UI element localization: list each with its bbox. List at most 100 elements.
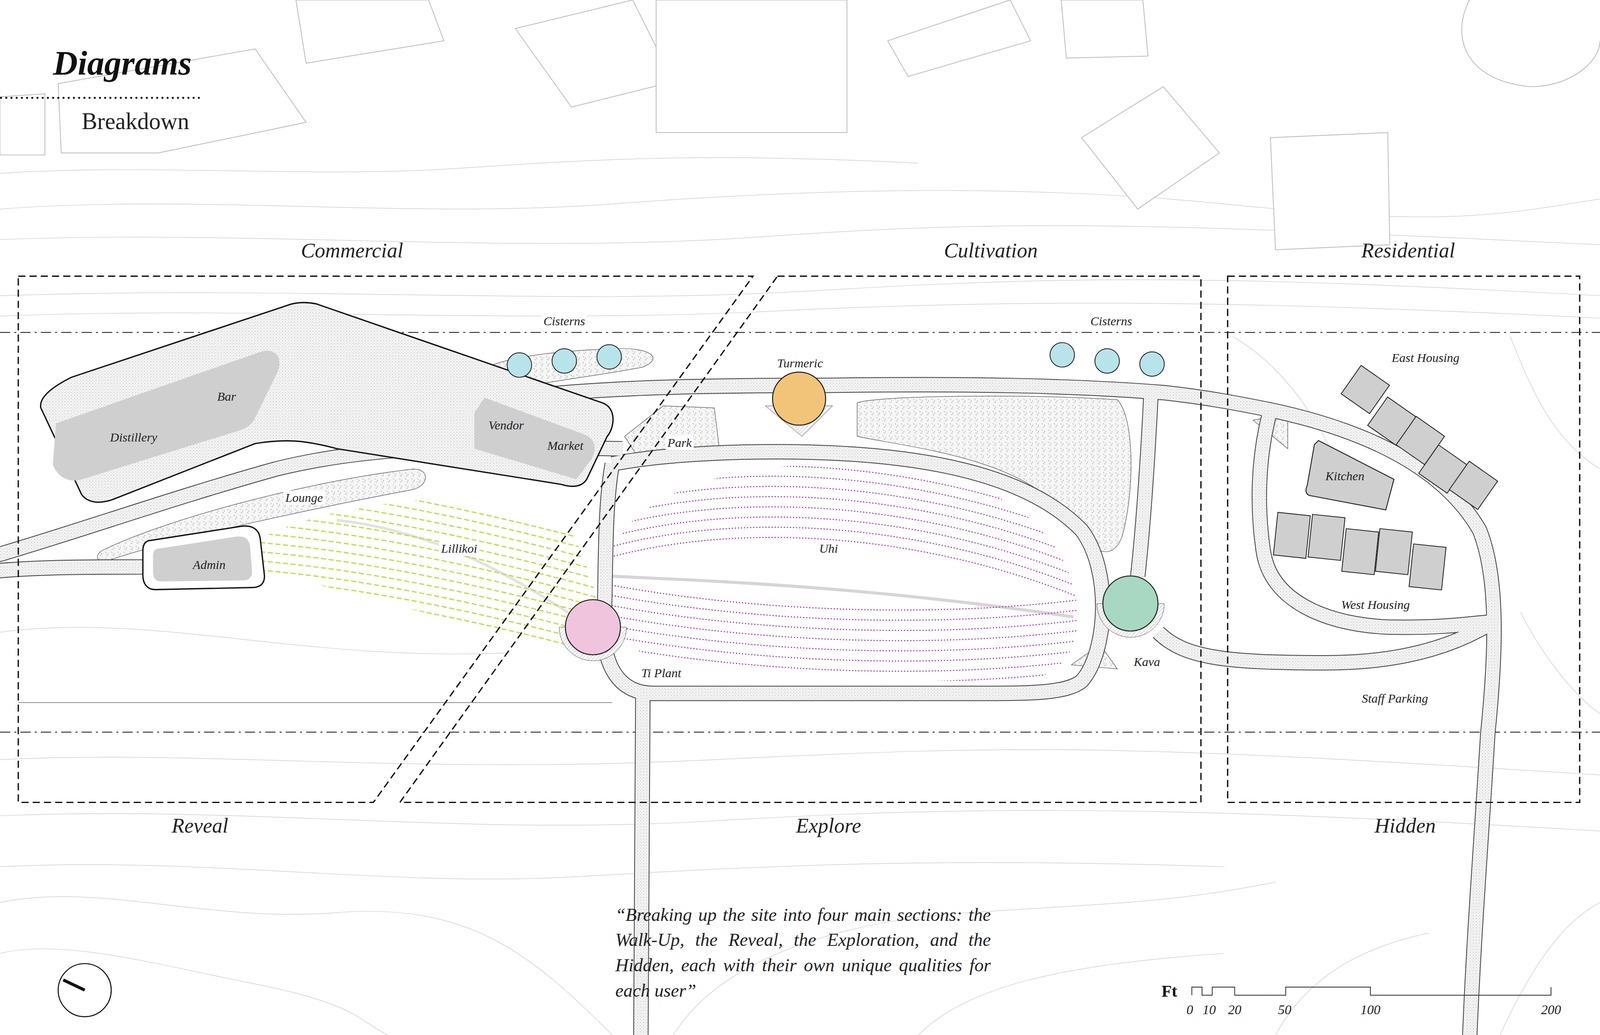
zone-region-outline [395, 230, 1205, 851]
zone-region: CommercialReveal BarDistillery VendorMarke… [16, 230, 758, 851]
neighbor-buildings [1061, 0, 1148, 59]
housing-units [1273, 512, 1311, 559]
building-footprint-outline [474, 397, 595, 480]
uhi-field [610, 576, 1074, 618]
plant-circle-outline [772, 372, 826, 426]
kitchen-building-outline [1305, 440, 1394, 510]
uhi-field [581, 579, 1098, 611]
zone-region-outline [400, 276, 1201, 803]
zone-label: Commercial [300, 239, 403, 264]
zone-region-outline [18, 276, 753, 803]
uhi-field [581, 650, 1098, 682]
contour-lines [1500, 902, 1600, 1035]
section-lines [0, 332, 1600, 733]
contour-lines [0, 157, 1600, 1035]
admin-building-outline [140, 522, 268, 592]
node-label: Turmeric [775, 355, 825, 371]
admin-building-outline [152, 536, 253, 582]
housing-units [1307, 514, 1345, 561]
scale-bar [1191, 987, 1551, 996]
contour-lines [0, 750, 1600, 776]
cisterns [507, 342, 1165, 378]
neighbor-buildings [0, 0, 1600, 250]
zone-region-outline [16, 230, 758, 851]
contour-lines [1510, 336, 1600, 470]
neighbor-buildings [656, 0, 848, 133]
zone-label: Explore [795, 814, 861, 839]
cisterns [1050, 342, 1075, 368]
uhi-field [581, 610, 1098, 641]
uhi-field [581, 600, 1098, 631]
node-label: Vendor [488, 418, 524, 433]
contour-lines [0, 897, 613, 1035]
uhi-field [581, 630, 1098, 662]
zone-region: ResidentialHiddenKitchen [1224, 230, 1582, 851]
uhi-field [581, 517, 1098, 585]
neighbor-buildings [1461, 0, 1600, 87]
map-label: Uhi [817, 541, 840, 557]
zone-region: CultivationExploreTurmericTi PlantKava [395, 230, 1205, 851]
building-footprint-outline [50, 345, 288, 488]
building-footprint-outline [52, 350, 280, 481]
map-label: Ft [1161, 982, 1178, 1002]
scale-bar [1191, 987, 1551, 996]
north-arrow [58, 964, 112, 1018]
node-label: Bar [217, 389, 236, 405]
contour-lines [0, 157, 919, 174]
building-footprint: VendorMarket [471, 393, 600, 484]
map-label: East Housing [1389, 350, 1462, 366]
walkways [0, 385, 1495, 1035]
building-band [40, 302, 613, 503]
housing-units [1409, 544, 1447, 590]
title-rule [0, 97, 200, 100]
contour-lines [1520, 612, 1600, 715]
cisterns [507, 352, 532, 378]
housing-units [1341, 528, 1379, 575]
node-label: Distillery [110, 430, 158, 445]
map-label: Cisterns [541, 314, 588, 329]
walkways [0, 385, 1495, 1035]
lillikoi-field [245, 642, 628, 716]
map-label: 10 [1202, 1002, 1216, 1018]
neighbor-buildings [1081, 86, 1220, 210]
neighbor-buildings [295, 0, 444, 64]
map-label: Lounge [283, 490, 325, 506]
walkways [18, 702, 613, 703]
lillikoi-field [245, 596, 628, 670]
map-label: West Housing [1339, 597, 1413, 613]
map-label: Staff Parking [1359, 691, 1430, 707]
map-label: Breakdown [81, 107, 190, 135]
walkways [0, 385, 1495, 1035]
zone-label: Residential [1361, 239, 1455, 264]
cisterns [1095, 348, 1120, 374]
node-label: Market [547, 438, 584, 454]
plant-hatching [559, 405, 1165, 661]
lillikoi-field [245, 587, 628, 661]
neighbor-buildings [1270, 132, 1390, 250]
contour-lines [0, 303, 1600, 319]
plant-circle: Turmeric [765, 352, 835, 429]
zone-region-outline [1224, 230, 1582, 851]
uhi-field [581, 589, 1098, 621]
lillikoi-field [245, 651, 628, 725]
map-label: Park [665, 435, 694, 450]
map-label: 200 [1540, 1002, 1561, 1018]
plant-circle: Ti Plant [563, 597, 696, 686]
node-label: Kitchen [1325, 469, 1365, 484]
node-label: Ti Plant [639, 666, 684, 681]
uhi-field [581, 527, 1098, 595]
neighbor-buildings [515, 0, 674, 108]
lillikoi-field [245, 477, 628, 726]
plant-circle-outline [1102, 576, 1158, 632]
section-lines [0, 732, 1600, 733]
admin-building-outline [142, 525, 265, 590]
housing-units [1273, 365, 1498, 590]
map-label: Cisterns [1088, 314, 1135, 329]
neighbor-buildings [887, 0, 1031, 77]
cisterns [597, 345, 622, 370]
map-label: Lillikoi [439, 541, 480, 557]
contour-lines [0, 627, 510, 655]
zone-label: Reveal [171, 814, 229, 839]
